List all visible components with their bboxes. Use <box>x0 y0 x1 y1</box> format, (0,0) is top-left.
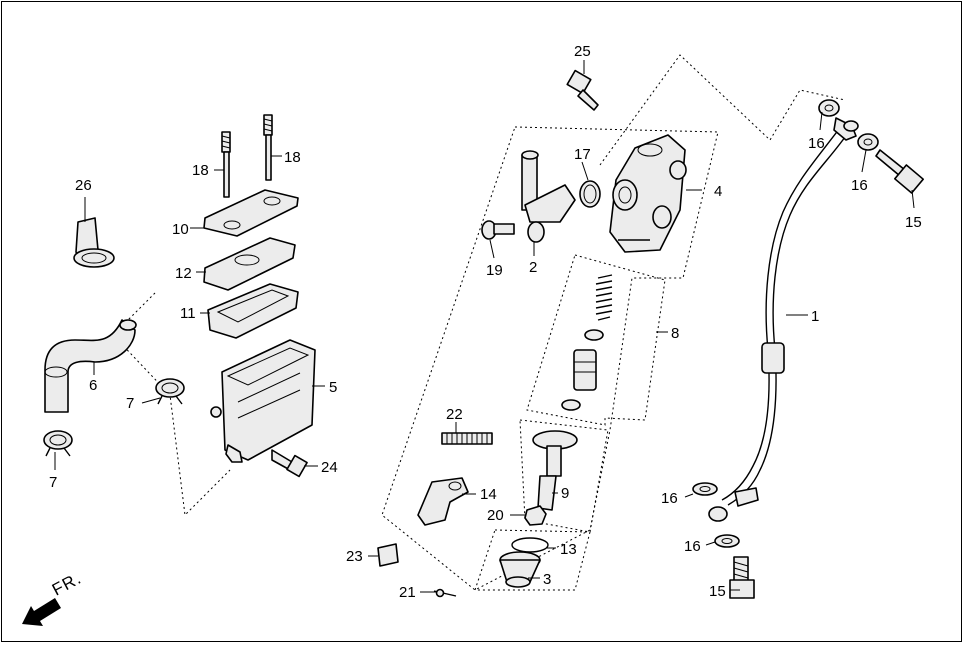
part-24-bolt <box>271 449 308 478</box>
front-direction-label: FR. <box>49 568 85 599</box>
callout-23: 23 <box>346 548 363 565</box>
callout-labels: 26 10 18 18 12 11 5 6 7 7 24 25 17 4 2 1… <box>49 43 922 601</box>
part-18-screw-left <box>221 131 231 198</box>
callout-21: 21 <box>399 584 416 601</box>
part-18-screw-right <box>263 114 273 181</box>
callout-20: 20 <box>487 507 504 524</box>
callout-16-c: 16 <box>661 490 678 507</box>
callout-16-b: 16 <box>851 177 868 194</box>
callout-10: 10 <box>172 221 189 238</box>
part-7-clip-upper <box>155 378 185 405</box>
part-26-bracket <box>73 217 115 268</box>
part-21-pin <box>433 588 457 598</box>
part-15-bolt-upper <box>875 149 925 194</box>
part-1-brake-hose <box>708 117 859 522</box>
front-direction-indicator: FR. <box>22 568 85 626</box>
part-19-bolt <box>481 220 515 240</box>
callout-15-b: 15 <box>709 583 726 600</box>
front-arrow-icon <box>22 598 61 626</box>
callout-9: 9 <box>561 485 569 502</box>
callout-12: 12 <box>175 265 192 282</box>
part-16-washer-2 <box>857 133 879 151</box>
part-10-cap-plate <box>203 189 299 237</box>
callout-4: 4 <box>714 183 722 200</box>
callout-8: 8 <box>671 325 679 342</box>
part-2-fitting <box>521 150 576 243</box>
callout-15-a: 15 <box>905 214 922 231</box>
part-5-reservoir <box>210 339 316 463</box>
callout-2: 2 <box>529 259 537 276</box>
callout-25: 25 <box>574 43 591 60</box>
callout-14: 14 <box>480 486 497 503</box>
callout-1: 1 <box>811 308 819 325</box>
part-15-bolt-lower <box>729 556 755 599</box>
callout-18-right: 18 <box>284 149 301 166</box>
part-3-boot <box>499 551 541 588</box>
part-4-master-cylinder <box>609 134 687 253</box>
callout-16-a: 16 <box>808 135 825 152</box>
callout-19: 19 <box>486 262 503 279</box>
part-12-diaphragm-plate <box>203 237 296 291</box>
boot-group-outline <box>474 529 591 591</box>
callout-11: 11 <box>180 305 196 322</box>
outline-upper-fold <box>599 54 846 166</box>
part-25-bolt <box>566 69 599 111</box>
callout-7-upper: 7 <box>126 395 134 412</box>
callout-17: 17 <box>574 146 591 163</box>
callout-18-left: 18 <box>192 162 209 179</box>
piston-kit-outline <box>526 254 666 426</box>
part-23-cap <box>377 543 399 567</box>
pushrod-group-outline <box>519 419 609 533</box>
part-13-snap-ring <box>511 537 549 553</box>
part-8-piston-kit <box>561 274 613 411</box>
callout-22: 22 <box>446 406 463 423</box>
part-11-diaphragm <box>207 283 299 339</box>
part-14-clevis <box>417 477 469 526</box>
callout-6: 6 <box>89 377 97 394</box>
part-16-washer-4 <box>714 534 740 548</box>
callout-16-d: 16 <box>684 538 701 555</box>
callout-13: 13 <box>560 541 577 558</box>
callout-5: 5 <box>329 379 337 396</box>
callout-3: 3 <box>543 571 551 588</box>
leader-lines <box>54 60 915 593</box>
part-20-nut <box>524 505 547 526</box>
part-6-hose <box>44 319 137 413</box>
callout-26: 26 <box>75 177 92 194</box>
part-9-pushrod <box>532 430 578 511</box>
part-17-o-ring <box>579 180 601 208</box>
part-22-spring <box>441 432 493 445</box>
callout-7-lower: 7 <box>49 474 57 491</box>
part-7-clip-lower <box>43 430 73 457</box>
part-16-washer-3 <box>692 482 718 496</box>
part-16-washer-1 <box>818 99 840 117</box>
callout-24: 24 <box>321 459 338 476</box>
